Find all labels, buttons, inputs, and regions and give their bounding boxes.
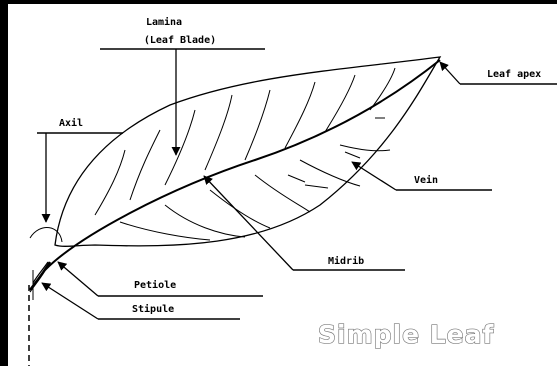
pointer-arrows xyxy=(42,49,460,319)
label-petiole: Petiole xyxy=(134,279,176,291)
label-lines xyxy=(37,49,557,319)
diagram-title: Simple Leaf xyxy=(318,320,495,349)
label-axil: Axil xyxy=(59,117,83,129)
midrib-line xyxy=(45,60,440,270)
label-leaf-blade: (Leaf Blade) xyxy=(144,35,216,46)
veins xyxy=(95,68,395,240)
label-vein: Vein xyxy=(414,174,438,186)
stem xyxy=(29,270,33,366)
leaf-blade-outline xyxy=(55,57,440,246)
label-stipule: Stipule xyxy=(132,303,174,315)
label-lamina: Lamina xyxy=(146,16,182,28)
label-midrib: Midrib xyxy=(328,255,364,267)
label-leaf-apex: Leaf apex xyxy=(487,69,541,80)
